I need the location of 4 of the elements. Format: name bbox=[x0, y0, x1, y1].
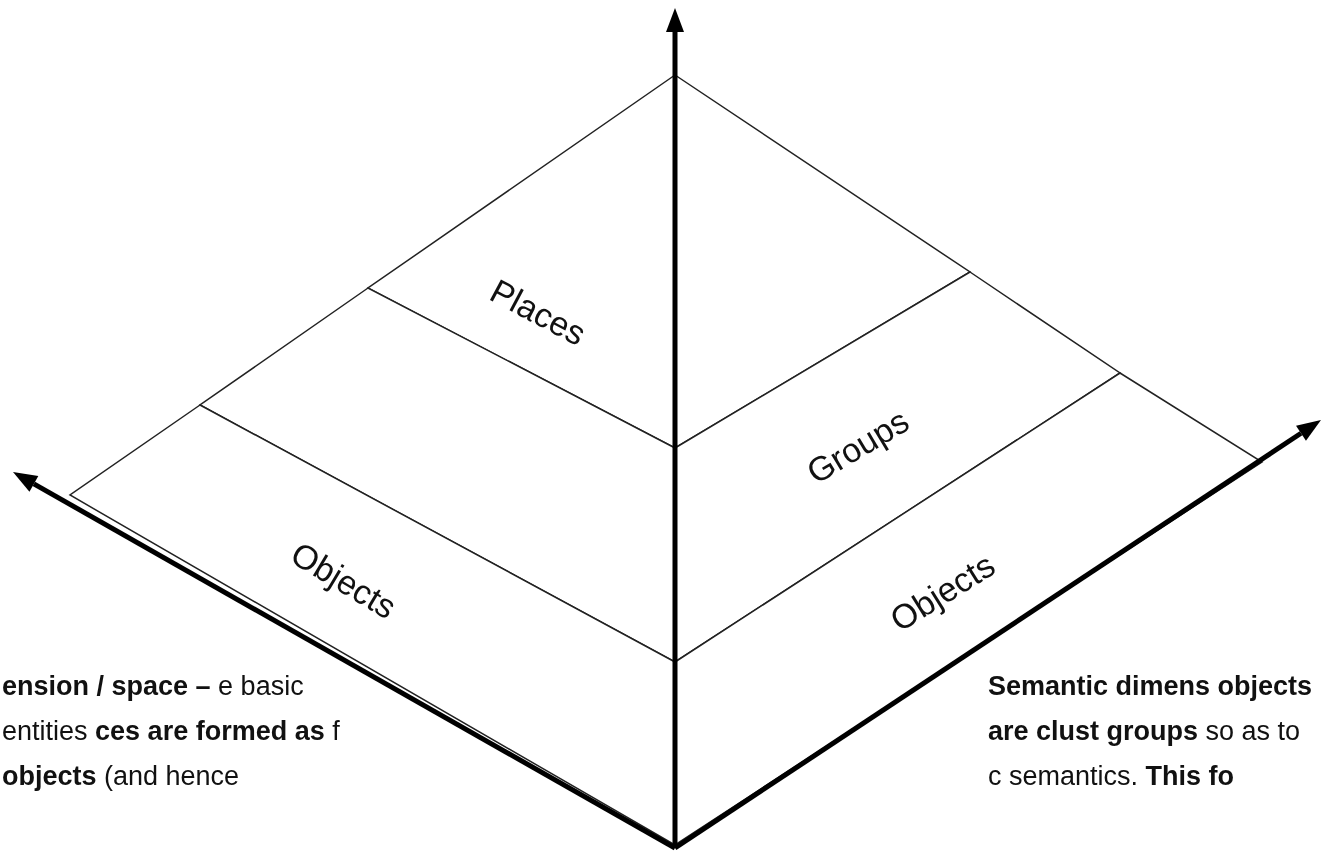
pyramid-section bbox=[675, 272, 1120, 662]
description-text: Semantic dimens objects are clust groups so as to c semantics. This fo bbox=[988, 670, 1314, 793]
description-text: ension / space – e basic entities ces are formed as f objects (and hence bbox=[2, 670, 341, 793]
pyramid-section bbox=[368, 75, 675, 448]
